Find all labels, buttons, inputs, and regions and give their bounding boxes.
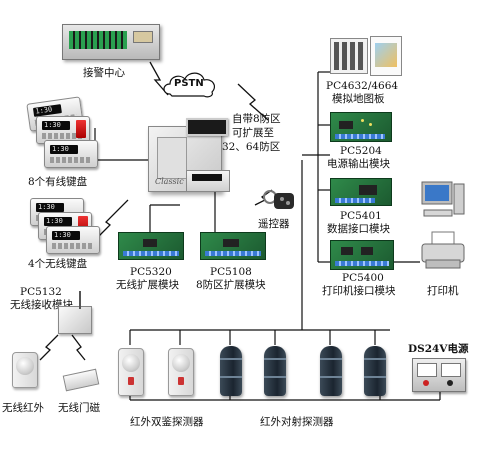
wireless-door-label: 无线门磁 (58, 402, 100, 414)
pstn-label: PSTN (174, 78, 204, 89)
key-fob-icon (263, 190, 294, 209)
pc5401-model: PC5401 (340, 210, 382, 222)
pc4632-model: PC4632/4664 (326, 80, 399, 92)
cloud-icon (163, 72, 216, 98)
printer (418, 230, 468, 274)
alarm-center-label: 接警中心 (83, 67, 125, 79)
pc5204-board (330, 112, 392, 142)
printer-label: 打印机 (427, 285, 459, 297)
panel-note-line2: 可扩展至 (232, 127, 274, 139)
wired-keypads-label: 8个有线键盘 (28, 176, 88, 188)
computer (420, 180, 466, 220)
computer-icon (421, 181, 465, 217)
dual-tech-detector (168, 348, 194, 396)
wireless-keypad: 1:30 (46, 226, 100, 254)
pc5132-model: PC5132 (20, 286, 62, 298)
pc4632-map-board (330, 36, 402, 76)
wireless-ir-detector (12, 352, 38, 388)
ir-beam-detector (364, 346, 386, 396)
ir-beam-label: 红外对射探测器 (260, 416, 334, 428)
ir-beam-detector (264, 346, 286, 396)
panel-keypad-top (186, 118, 228, 136)
panel-note-line1: 自带8防区 (232, 113, 281, 125)
pc5401-board (330, 178, 392, 206)
power-supply (412, 358, 466, 392)
wired-keypad: 1:30 (36, 116, 90, 144)
panel-keypad-bottom (186, 170, 230, 192)
pc5132-receiver (58, 291, 92, 334)
pc5108-board (200, 232, 266, 260)
pc5400-desc: 打印机接口模块 (322, 285, 396, 297)
dual-tech-detector (118, 348, 144, 396)
pc5132-desc: 无线接收模块 (10, 299, 73, 311)
wireless-keypads-label: 4个无线键盘 (28, 258, 88, 270)
wired-keypad: 1:30 (44, 140, 98, 168)
remote-label: 遥控器 (258, 218, 290, 230)
wireless-ir-label: 无线红外 (2, 402, 44, 414)
remote-control (262, 185, 298, 219)
pc5204-model: PC5204 (340, 145, 382, 157)
pc5204-desc: 电源输出模块 (327, 158, 390, 170)
ir-beam-detector (320, 346, 342, 396)
pc5320-desc: 无线扩展模块 (116, 279, 179, 291)
ir-beam-detector (220, 346, 242, 396)
pc5401-desc: 数据接口模块 (327, 223, 390, 235)
pc5320-board (118, 232, 184, 260)
dual-tech-label: 红外双鉴探测器 (130, 416, 204, 428)
printer-icon (421, 231, 465, 269)
pc5108-desc: 8防区扩展模块 (196, 279, 266, 291)
pc5400-model: PC5400 (342, 272, 384, 284)
pc5400-board (330, 240, 394, 270)
pstn-cloud: PSTN (160, 68, 220, 100)
pc5108-model: PC5108 (210, 266, 252, 278)
alarm-center-device (62, 24, 160, 60)
pc4632-desc: 模拟地图板 (332, 93, 385, 105)
pc5320-model: PC5320 (130, 266, 172, 278)
psu-label: DS24V电源 (408, 343, 469, 355)
panel-note-line3: 32、64防区 (222, 141, 281, 153)
panel-brand: Classic (155, 177, 184, 186)
